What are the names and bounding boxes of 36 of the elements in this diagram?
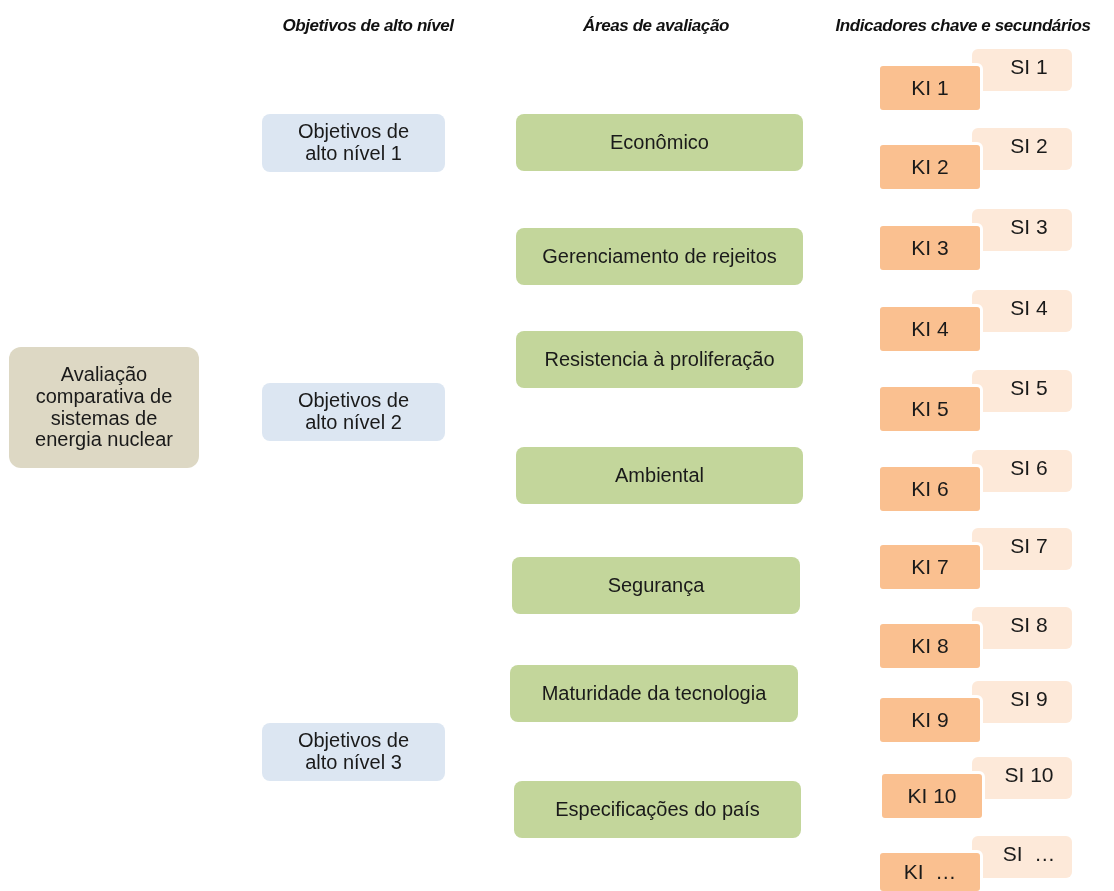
secondary-indicator-box: SI 4 <box>972 290 1072 332</box>
secondary-indicator-box: SI 3 <box>972 209 1072 251</box>
key-indicator-box: KI 6 <box>877 464 983 514</box>
key-indicator-box: KI … <box>877 850 983 891</box>
area-box: Ambiental <box>516 447 803 504</box>
column-heading: Áreas de avaliação <box>583 16 729 36</box>
secondary-indicator-box: SI 8 <box>972 607 1072 649</box>
key-indicator-box: KI 1 <box>877 63 983 113</box>
area-box: Especificações do país <box>514 781 801 838</box>
key-indicator-box: KI 8 <box>877 621 983 671</box>
key-indicator-box: KI 3 <box>877 223 983 273</box>
key-indicator-box: KI 5 <box>877 384 983 434</box>
secondary-indicator-box: SI 9 <box>972 681 1072 723</box>
key-indicator-box: KI 2 <box>877 142 983 192</box>
objective-box: Objetivos de alto nível 2 <box>262 383 445 441</box>
area-box: Resistencia à proliferação <box>516 331 803 388</box>
secondary-indicator-box: SI 1 <box>972 49 1072 91</box>
root-box: Avaliação comparativa de sistemas de energia nuclear <box>9 347 199 468</box>
key-indicator-box: KI 9 <box>877 695 983 745</box>
secondary-indicator-box: SI 2 <box>972 128 1072 170</box>
column-heading: Indicadores chave e secundários <box>835 16 1091 36</box>
key-indicator-box: KI 7 <box>877 542 983 592</box>
column-heading: Objetivos de alto nível <box>282 16 454 36</box>
key-indicator-box: KI 4 <box>877 304 983 354</box>
area-box: Maturidade da tecnologia <box>510 665 798 722</box>
secondary-indicator-box: SI 6 <box>972 450 1072 492</box>
area-box: Econômico <box>516 114 803 171</box>
secondary-indicator-box: SI 10 <box>972 757 1072 799</box>
secondary-indicator-box: SI … <box>972 836 1072 878</box>
key-indicator-box: KI 10 <box>879 771 985 821</box>
area-box: Segurança <box>512 557 800 614</box>
objective-box: Objetivos de alto nível 3 <box>262 723 445 781</box>
area-box: Gerenciamento de rejeitos <box>516 228 803 285</box>
secondary-indicator-box: SI 5 <box>972 370 1072 412</box>
secondary-indicator-box: SI 7 <box>972 528 1072 570</box>
objective-box: Objetivos de alto nível 1 <box>262 114 445 172</box>
